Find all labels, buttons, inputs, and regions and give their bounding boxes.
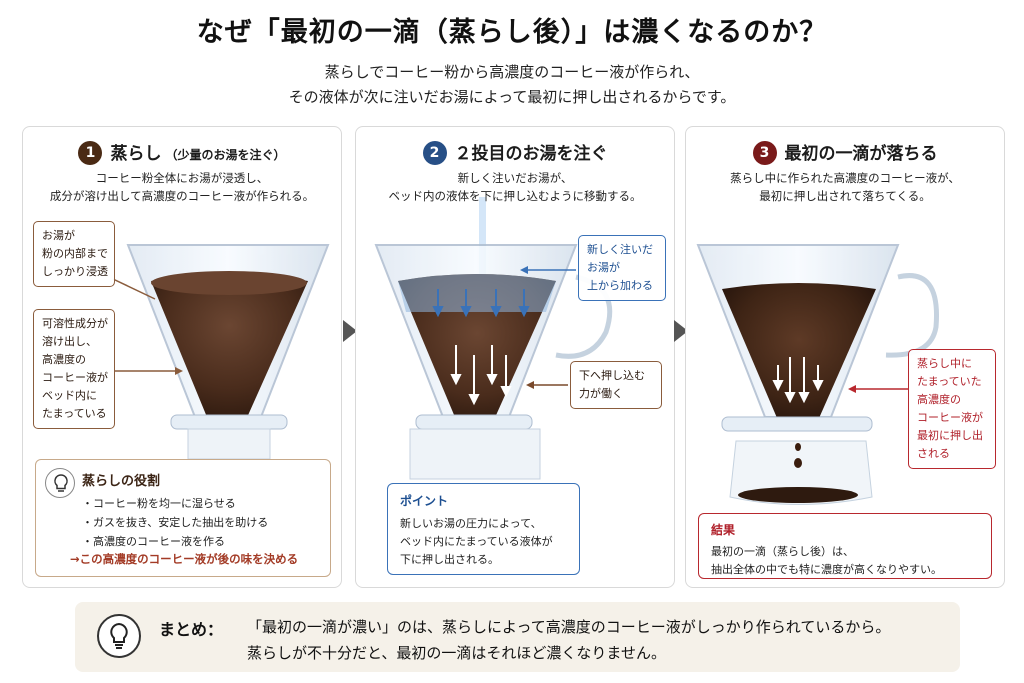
flow-arrow-icon: [674, 320, 688, 342]
page-subtitle: 蒸らしでコーヒー粉から高濃度のコーヒー液が作られ、 その液体が次に注いだお湯によ…: [0, 60, 1024, 110]
summary-line-2: 蒸らしが不十分だと、最初の一滴はそれほど濃くなりません。: [247, 644, 666, 662]
step-title: 最初の一滴が落ちる: [784, 144, 938, 164]
callout-line: 粉の内部まで: [42, 247, 108, 260]
role-title: 蒸らしの役割: [82, 474, 161, 489]
page-title: なぜ「最初の一滴（蒸らし後）」は濃くなるのか？: [196, 17, 828, 48]
summary-label: まとめ：: [159, 620, 224, 639]
callout-line: 力が働く: [579, 387, 623, 400]
role-item: ・コーヒー粉を均一に湿らせる: [82, 497, 236, 510]
callout-new-water: 新しく注いだ お湯が 上から加わる: [578, 235, 666, 301]
callout-line: 高濃度の: [917, 393, 961, 406]
callout-line: しっかり浸透: [42, 265, 108, 278]
result-box: 結果 最初の一滴（蒸らし後）は、 抽出全体の中でも特に濃度が高くなりやすい。: [698, 513, 992, 579]
desc-line: 新しく注いだお湯が、: [457, 171, 573, 185]
summary-box: まとめ： 「最初の一滴が濃い」のは、蒸らしによって高濃度のコーヒー液がしっかり作…: [75, 602, 960, 672]
desc-line: 蒸らし中に作られた高濃度のコーヒー液が、: [730, 171, 960, 185]
callout-push-force: 下へ押し込む 力が働く: [570, 361, 662, 409]
callout-line: 上から加わる: [587, 279, 653, 292]
callout-line: 溶け出し、: [42, 335, 97, 348]
step-title: 蒸らし: [110, 144, 162, 164]
callout-line: 下へ押し込む: [579, 369, 645, 382]
step-number-badge: 1: [78, 141, 103, 165]
callout-concentrated-pushed-out: 蒸らし中に たまっていた 高濃度の コーヒー液が 最初に押し出 される: [908, 349, 996, 469]
summary-line-1: 「最初の一滴が濃い」のは、蒸らしによって高濃度のコーヒー液がしっかり作られている…: [247, 618, 891, 636]
role-list: ・コーヒー粉を均一に湿らせる ・ガスを抜き、安定した抽出を助ける ・高濃度のコー…: [82, 494, 268, 551]
point-body: 新しいお湯の圧力によって、 ベッド内にたまっている液体が 下に押し出される。: [400, 515, 567, 569]
result-body: 最初の一滴（蒸らし後）は、 抽出全体の中でも特に濃度が高くなりやすい。: [711, 543, 979, 579]
callout-line: コーヒー液が: [42, 371, 108, 384]
callout-line: 最初に押し出: [917, 429, 983, 442]
result-line: 抽出全体の中でも特に濃度が高くなりやすい。: [711, 563, 942, 576]
dripper-illustration-second-pour: [374, 197, 613, 480]
step-description: 新しく注いだお湯が、 ベッド内の液体を下に押し込むように移動する。: [356, 169, 674, 205]
callout-line: 蒸らし中に: [917, 357, 972, 370]
step-heading: 3 最初の一滴が落ちる: [686, 139, 1004, 165]
step-heading: 2 ２投目のお湯を注ぐ: [356, 139, 674, 165]
role-note: →この高濃度のコーヒー液が後の味を決める: [70, 552, 299, 566]
step-title-note: （少量のお湯を注ぐ）: [165, 148, 286, 162]
desc-line: 成分が溶け出して高濃度のコーヒー液が作られる。: [49, 189, 315, 203]
step-panel-1: 1 蒸らし（少量のお湯を注ぐ） コーヒー粉全体にお湯が浸透し、 成分が溶け出して高…: [22, 126, 342, 588]
callout-line: たまっている: [42, 407, 107, 420]
point-line: 新しいお湯の圧力によって、: [400, 517, 542, 530]
step-panel-2: 2 ２投目のお湯を注ぐ 新しく注いだお湯が、 ベッド内の液体を下に押し込むように移…: [355, 126, 675, 588]
bloom-role-box: 蒸らしの役割 ・コーヒー粉を均一に湿らせる ・ガスを抜き、安定した抽出を助ける …: [35, 459, 331, 577]
point-title: ポイント: [400, 494, 449, 508]
role-item: ・ガスを抜き、安定した抽出を助ける: [82, 516, 269, 529]
callout-line: お湯が: [42, 229, 75, 242]
callout-line: ベッド内に: [42, 389, 97, 402]
point-line: 下に押し出される。: [400, 553, 499, 566]
flow-arrow-icon: [343, 320, 357, 342]
callout-line: コーヒー液が: [917, 411, 983, 424]
callout-line: たまっていた: [917, 375, 982, 388]
result-line: 最初の一滴（蒸らし後）は、: [711, 545, 854, 558]
step-number-badge: 2: [422, 141, 447, 165]
callout-line: 高濃度の: [42, 353, 86, 366]
result-title: 結果: [711, 523, 736, 537]
step-description: 蒸らし中に作られた高濃度のコーヒー液が、 最初に押し出されて落ちてくる。: [686, 169, 1004, 205]
dripper-illustration-first-drop: [696, 244, 940, 505]
step-number-badge: 3: [752, 141, 777, 165]
step-panel-3: 3 最初の一滴が落ちる 蒸らし中に作られた高濃度のコーヒー液が、 最初に押し出され…: [685, 126, 1005, 588]
step-title: ２投目のお湯を注ぐ: [454, 144, 608, 164]
callout-water-penetration: お湯が 粉の内部まで しっかり浸透: [33, 221, 115, 287]
desc-line: ベッド内の液体を下に押し込むように移動する。: [388, 189, 642, 203]
lightbulb-icon: [97, 614, 141, 658]
desc-line: コーヒー粉全体にお湯が浸透し、: [95, 171, 269, 185]
role-item: ・高濃度のコーヒー液を作る: [82, 535, 225, 548]
subtitle-line: その液体が次に注いだお湯によって最初に押し出されるからです。: [288, 88, 736, 106]
lightbulb-icon: [45, 468, 75, 498]
subtitle-line: 蒸らしでコーヒー粉から高濃度のコーヒー液が作られ、: [324, 63, 700, 81]
step-description: コーヒー粉全体にお湯が浸透し、 成分が溶け出して高濃度のコーヒー液が作られる。: [23, 169, 341, 205]
desc-line: 最初に押し出されて落ちてくる。: [759, 189, 931, 203]
callout-line: される: [917, 447, 950, 460]
callout-line: 新しく注いだ: [587, 243, 653, 256]
callout-line: お湯が: [587, 261, 620, 274]
callout-line: 可溶性成分が: [42, 317, 108, 330]
dripper-illustration-bloom: [112, 244, 330, 460]
point-line: ベッド内にたまっている液体が: [400, 535, 553, 548]
step-heading: 1 蒸らし（少量のお湯を注ぐ）: [23, 139, 341, 165]
callout-concentrated-liquid: 可溶性成分が 溶け出し、 高濃度の コーヒー液が ベッド内に たまっている: [33, 309, 115, 429]
point-box: ポイント 新しいお湯の圧力によって、 ベッド内にたまっている液体が 下に押し出さ…: [387, 483, 580, 575]
